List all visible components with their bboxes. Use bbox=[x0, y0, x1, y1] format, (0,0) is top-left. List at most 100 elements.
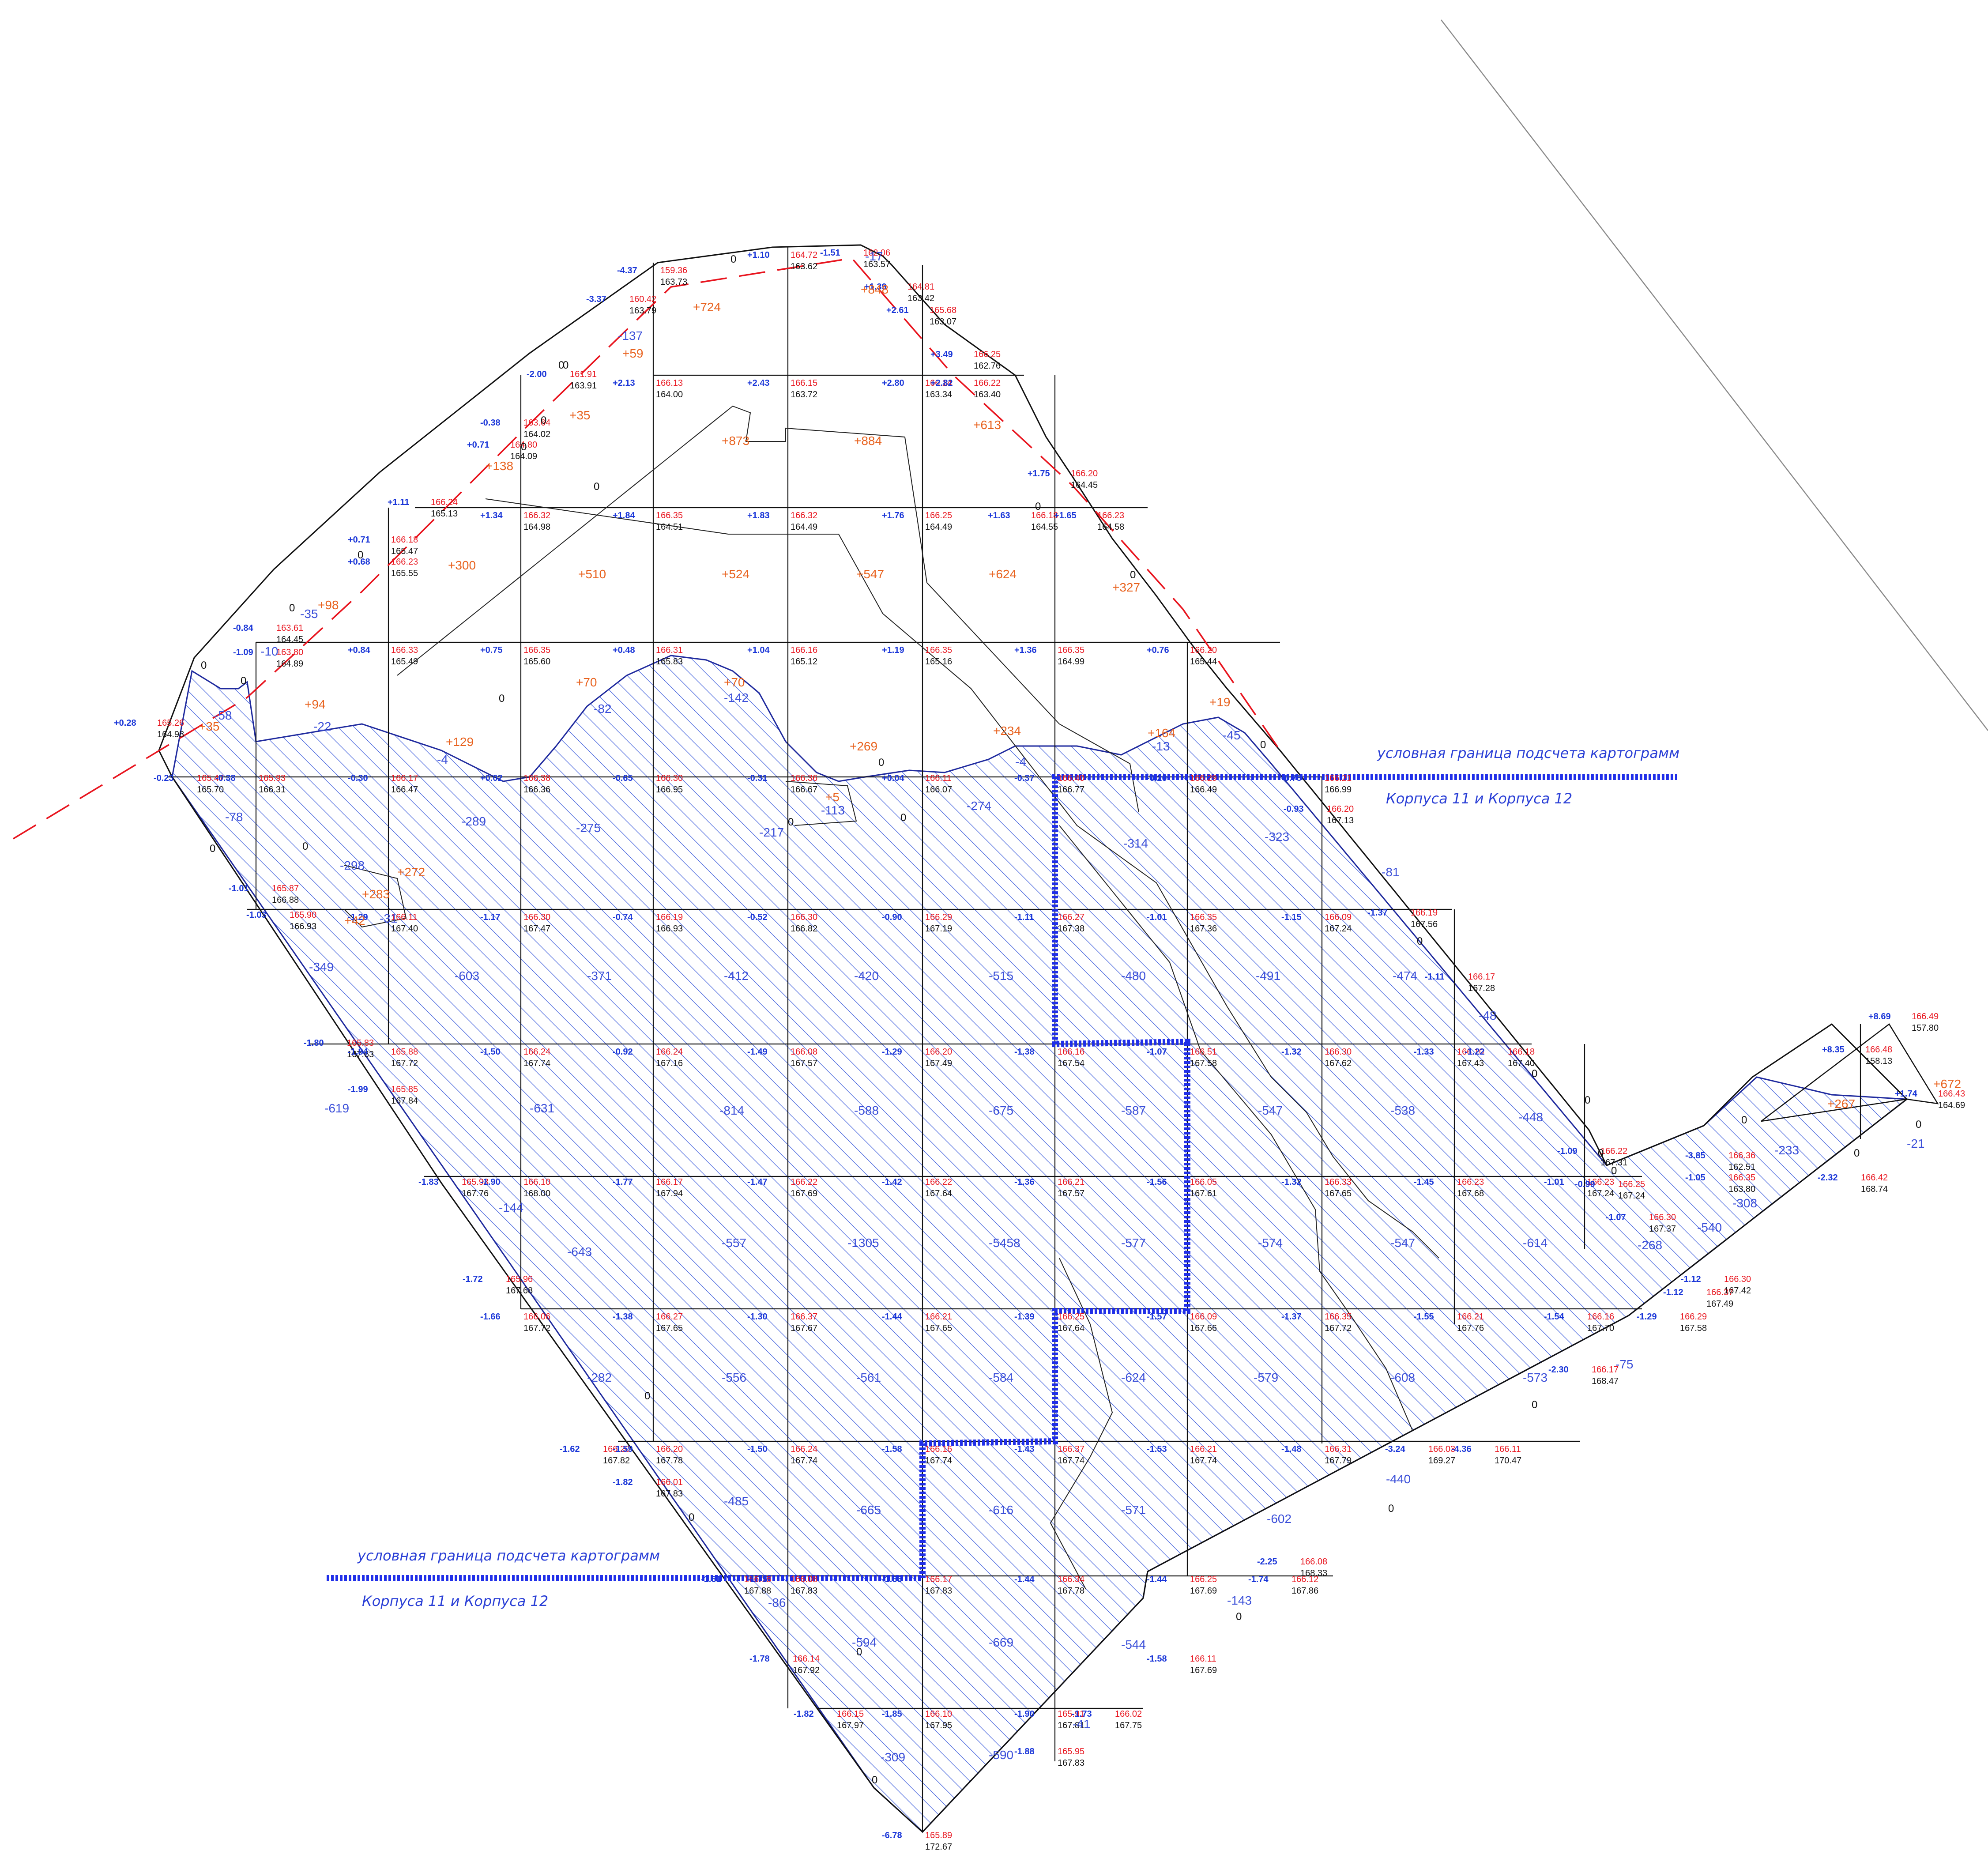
design-elevation: 166.24 bbox=[656, 1047, 683, 1057]
cell-volume: -142 bbox=[724, 691, 749, 705]
design-elevation: 166.49 bbox=[1912, 1012, 1939, 1021]
design-elevation: 165.93 bbox=[462, 1177, 489, 1187]
design-elevation: 163.80 bbox=[276, 648, 303, 657]
work-mark: +1.34 bbox=[480, 511, 503, 520]
design-elevation: 166.29 bbox=[1190, 773, 1217, 783]
existing-elevation: 167.58 bbox=[1680, 1323, 1707, 1333]
existing-elevation: 164.51 bbox=[656, 522, 683, 532]
cell-volume: -574 bbox=[1258, 1236, 1283, 1250]
cell-volume: +164 bbox=[1148, 726, 1175, 740]
existing-elevation: 163.40 bbox=[974, 390, 1001, 399]
work-mark: -1.57 bbox=[1147, 1312, 1167, 1322]
design-elevation: 166.18 bbox=[1508, 1047, 1535, 1057]
work-mark: -1.66 bbox=[480, 1312, 501, 1322]
cell-volume: -571 bbox=[1121, 1503, 1146, 1517]
work-mark: -1.80 bbox=[304, 1038, 324, 1048]
cell-volume: -669 bbox=[989, 1636, 1013, 1649]
existing-elevation: 167.74 bbox=[1190, 1456, 1217, 1466]
design-elevation: 166.02 bbox=[1115, 1709, 1142, 1719]
cell-volume: -45 bbox=[1223, 728, 1240, 742]
design-elevation: 166.19 bbox=[656, 912, 683, 922]
design-elevation: 166.13 bbox=[656, 378, 683, 388]
design-elevation: 162.06 bbox=[863, 248, 890, 258]
existing-elevation: 164.69 bbox=[1938, 1100, 1965, 1110]
existing-elevation: 167.83 bbox=[925, 1586, 952, 1596]
cell-volume: -544 bbox=[1121, 1638, 1146, 1651]
design-elevation: 166.21 bbox=[1325, 773, 1352, 783]
cell-volume: -282 bbox=[587, 1371, 612, 1384]
design-elevation: 166.24 bbox=[791, 1444, 817, 1454]
existing-elevation: 167.64 bbox=[925, 1189, 952, 1198]
cell-volume: -35 bbox=[300, 607, 318, 621]
zero-point: 0 bbox=[1916, 1119, 1921, 1131]
cell-volume: -515 bbox=[989, 969, 1013, 983]
work-mark: -1.11 bbox=[1425, 972, 1444, 982]
design-elevation: 165.91 bbox=[1058, 1709, 1084, 1719]
cell-volume: +300 bbox=[448, 558, 476, 572]
design-elevation: 166.21 bbox=[1058, 1177, 1084, 1187]
cell-volume: +547 bbox=[856, 567, 884, 581]
zero-point: 0 bbox=[1741, 1114, 1747, 1126]
cell-volume: -616 bbox=[989, 1503, 1013, 1517]
existing-elevation: 168.74 bbox=[1861, 1184, 1888, 1194]
cell-volume: -631 bbox=[530, 1101, 554, 1115]
work-mark: -3.85 bbox=[1685, 1151, 1706, 1161]
design-elevation: 166.32 bbox=[791, 511, 817, 520]
work-mark: -4.36 bbox=[1451, 1444, 1472, 1454]
work-mark: -2.30 bbox=[1548, 1365, 1569, 1375]
design-elevation: 166.11 bbox=[925, 773, 952, 783]
work-mark: -0.23 bbox=[154, 773, 174, 783]
existing-elevation: 165.44 bbox=[1190, 657, 1217, 667]
zero-point: 0 bbox=[1598, 1147, 1604, 1159]
existing-elevation: 167.76 bbox=[462, 1189, 489, 1198]
cell-volume: -17 bbox=[865, 249, 883, 263]
existing-elevation: 167.36 bbox=[1190, 924, 1217, 934]
design-elevation: 166.12 bbox=[1291, 1575, 1318, 1584]
cell-volume: -274 bbox=[967, 799, 991, 813]
design-elevation: 166.08 bbox=[791, 1047, 817, 1057]
design-elevation: 166.20 bbox=[656, 1444, 683, 1454]
cell-volume: +98 bbox=[318, 598, 339, 612]
existing-elevation: 167.58 bbox=[1190, 1059, 1217, 1068]
existing-elevation: 167.78 bbox=[656, 1456, 683, 1466]
existing-elevation: 167.70 bbox=[1587, 1323, 1614, 1333]
existing-elevation: 164.09 bbox=[510, 452, 537, 461]
work-mark: +0.71 bbox=[348, 535, 370, 545]
work-mark: -1.50 bbox=[747, 1444, 768, 1454]
design-elevation: 166.33 bbox=[391, 645, 418, 655]
existing-elevation: 165.16 bbox=[925, 657, 952, 667]
work-mark: -1.12 bbox=[1681, 1274, 1701, 1284]
existing-elevation: 167.69 bbox=[1190, 1586, 1217, 1596]
design-elevation: 164.80 bbox=[510, 440, 537, 450]
design-elevation: 166.35 bbox=[1728, 1173, 1755, 1183]
cell-volume: +283 bbox=[362, 887, 390, 901]
cell-volume: +724 bbox=[693, 300, 721, 314]
cell-volume: -579 bbox=[1254, 1371, 1278, 1384]
design-elevation: 166.30 bbox=[791, 912, 817, 922]
cell-volume: -217 bbox=[759, 825, 784, 839]
existing-elevation: 167.43 bbox=[1457, 1059, 1484, 1068]
existing-elevation: 167.38 bbox=[1058, 924, 1084, 934]
work-mark: -1.05 bbox=[1685, 1173, 1706, 1183]
work-mark: -1.37 bbox=[1281, 1312, 1302, 1322]
work-mark: +2.13 bbox=[613, 378, 635, 388]
existing-elevation: 163.57 bbox=[863, 260, 890, 269]
zero-point: 0 bbox=[1035, 501, 1041, 513]
work-mark: -1.29 bbox=[348, 912, 368, 922]
existing-elevation: 167.66 bbox=[1190, 1323, 1217, 1333]
cell-volume: -22 bbox=[313, 720, 331, 733]
zero-point: 0 bbox=[1236, 1611, 1242, 1623]
cell-volume: -448 bbox=[1518, 1110, 1543, 1124]
design-elevation: 165.88 bbox=[391, 1047, 418, 1057]
design-elevation: 166.25 bbox=[1190, 1575, 1217, 1584]
design-elevation: 166.42 bbox=[1861, 1173, 1888, 1183]
design-elevation: 165.68 bbox=[930, 305, 956, 315]
zero-point: 0 bbox=[730, 253, 736, 265]
design-elevation: 160.42 bbox=[629, 294, 656, 304]
existing-elevation: 167.81 bbox=[1058, 1721, 1084, 1730]
work-mark: -1.38 bbox=[1014, 1047, 1035, 1057]
design-elevation: 166.22 bbox=[791, 1177, 817, 1187]
design-elevation: 166.21 bbox=[1190, 1444, 1217, 1454]
work-mark: -1.58 bbox=[1147, 1654, 1167, 1664]
